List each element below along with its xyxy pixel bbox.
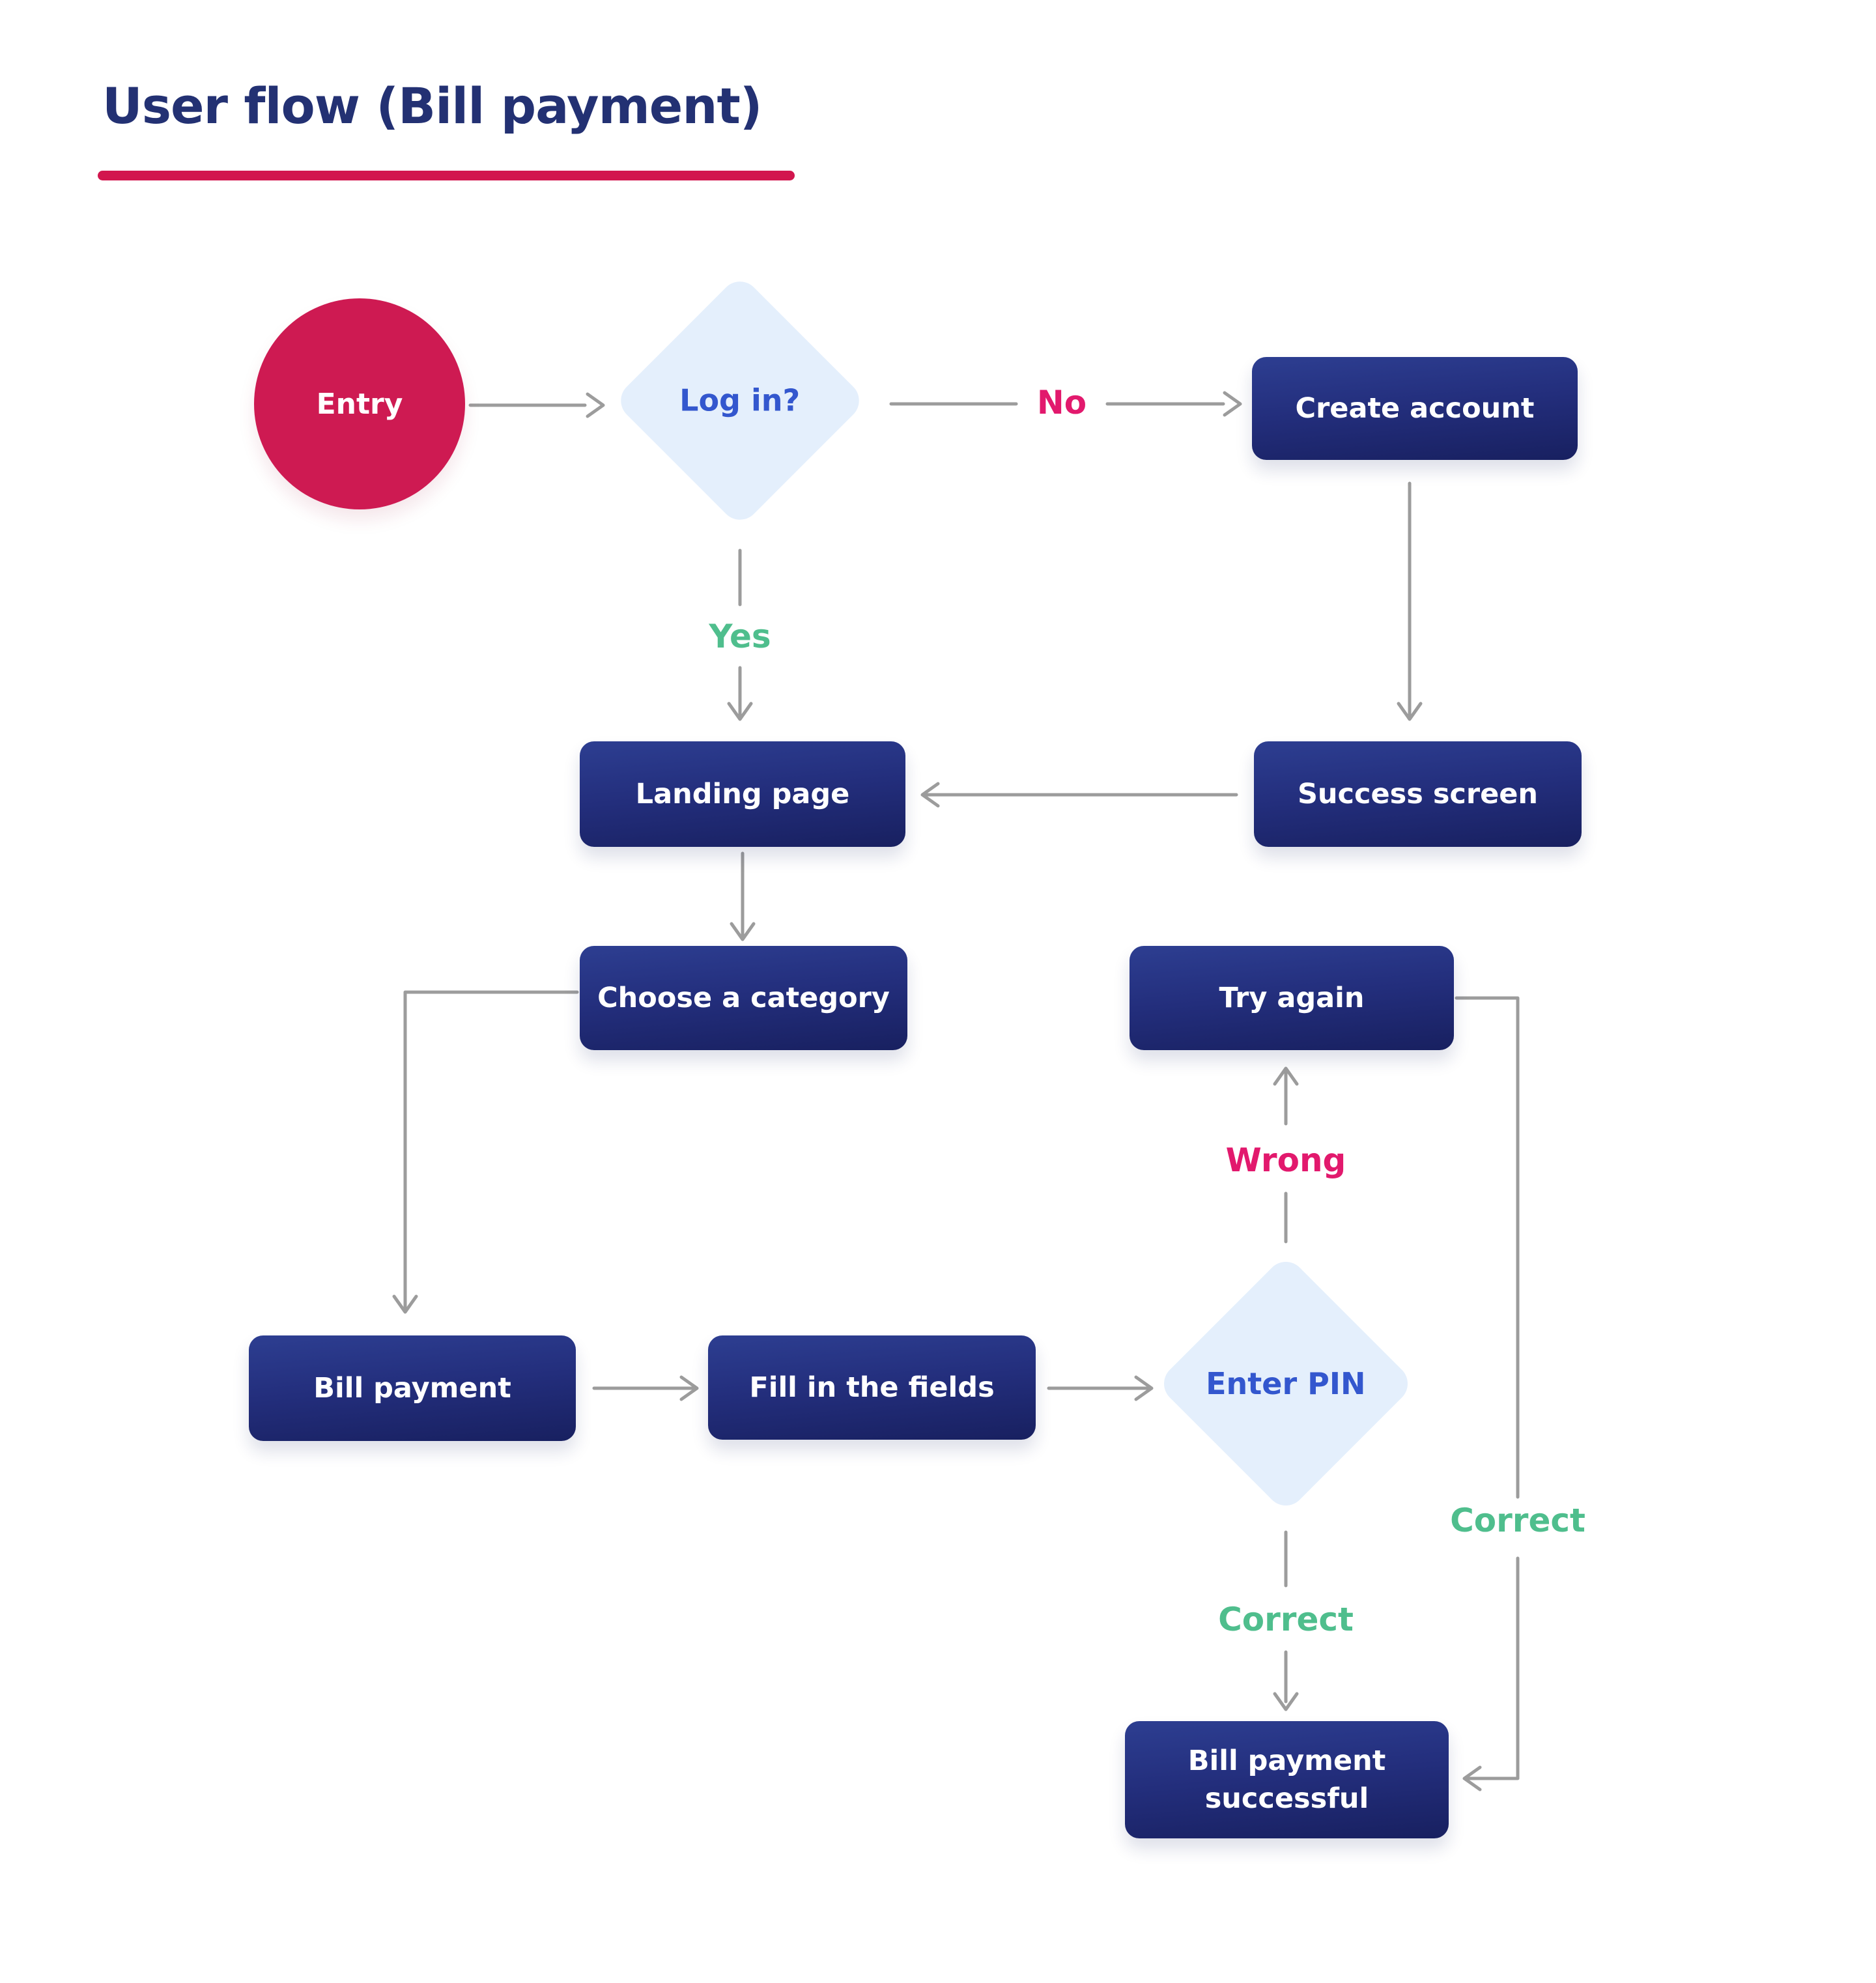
node-create-account-label: Create account xyxy=(1295,392,1535,425)
arrowhead-bill-success xyxy=(1273,1692,1299,1711)
node-choose-category: Choose a category xyxy=(580,946,907,1050)
edge-label-correct-bottom: Correct xyxy=(1213,1601,1359,1638)
edge-label-yes: Yes xyxy=(704,618,776,655)
node-try-again: Try again xyxy=(1130,946,1454,1050)
node-landing-page-label: Landing page xyxy=(635,778,850,810)
edge-correct-bill-success-right xyxy=(1466,1556,1520,1780)
edge-choose-bill xyxy=(403,990,579,1310)
title-underline xyxy=(98,171,795,180)
page-title: User flow (Bill payment) xyxy=(102,77,763,135)
node-entry-label: Entry xyxy=(316,387,403,421)
edge-label-correct-right: Correct xyxy=(1445,1502,1591,1539)
arrowhead-landing xyxy=(727,702,753,721)
node-bill-payment: Bill payment xyxy=(249,1335,576,1441)
arrowhead-success-landing xyxy=(920,782,940,808)
edge-label-wrong: Wrong xyxy=(1220,1141,1352,1179)
node-login-label: Log in? xyxy=(679,383,801,418)
node-fill-fields: Fill in the fields xyxy=(708,1335,1036,1440)
arrowhead-fill-fields xyxy=(679,1375,699,1401)
node-success-screen: Success screen xyxy=(1254,741,1582,847)
node-choose-category-label: Choose a category xyxy=(597,982,890,1014)
node-enter-pin-label: Enter PIN xyxy=(1206,1365,1366,1401)
arrowhead-choose-category xyxy=(730,922,756,941)
arrowhead-bill-payment xyxy=(392,1294,418,1314)
edge-label-no: No xyxy=(1031,384,1092,421)
arrowhead-enter-pin xyxy=(1134,1375,1154,1401)
arrowhead-create-account xyxy=(1223,391,1242,417)
arrowhead-entry-login xyxy=(586,392,605,418)
arrowhead-bill-success-right xyxy=(1462,1765,1482,1791)
arrowhead-success-screen xyxy=(1397,702,1423,721)
node-fill-fields-label: Fill in the fields xyxy=(749,1371,995,1404)
edge-try-again-correct xyxy=(1455,996,1520,1499)
arrowhead-try-again xyxy=(1273,1066,1299,1086)
node-bill-success-label: Bill payment successful xyxy=(1187,1744,1386,1815)
node-bill-success: Bill payment successful xyxy=(1125,1721,1449,1838)
node-try-again-label: Try again xyxy=(1219,982,1365,1014)
node-success-screen-label: Success screen xyxy=(1297,778,1539,810)
node-create-account: Create account xyxy=(1252,357,1578,460)
node-entry: Entry xyxy=(254,298,465,509)
node-bill-payment-label: Bill payment xyxy=(313,1372,511,1405)
node-landing-page: Landing page xyxy=(580,741,905,847)
